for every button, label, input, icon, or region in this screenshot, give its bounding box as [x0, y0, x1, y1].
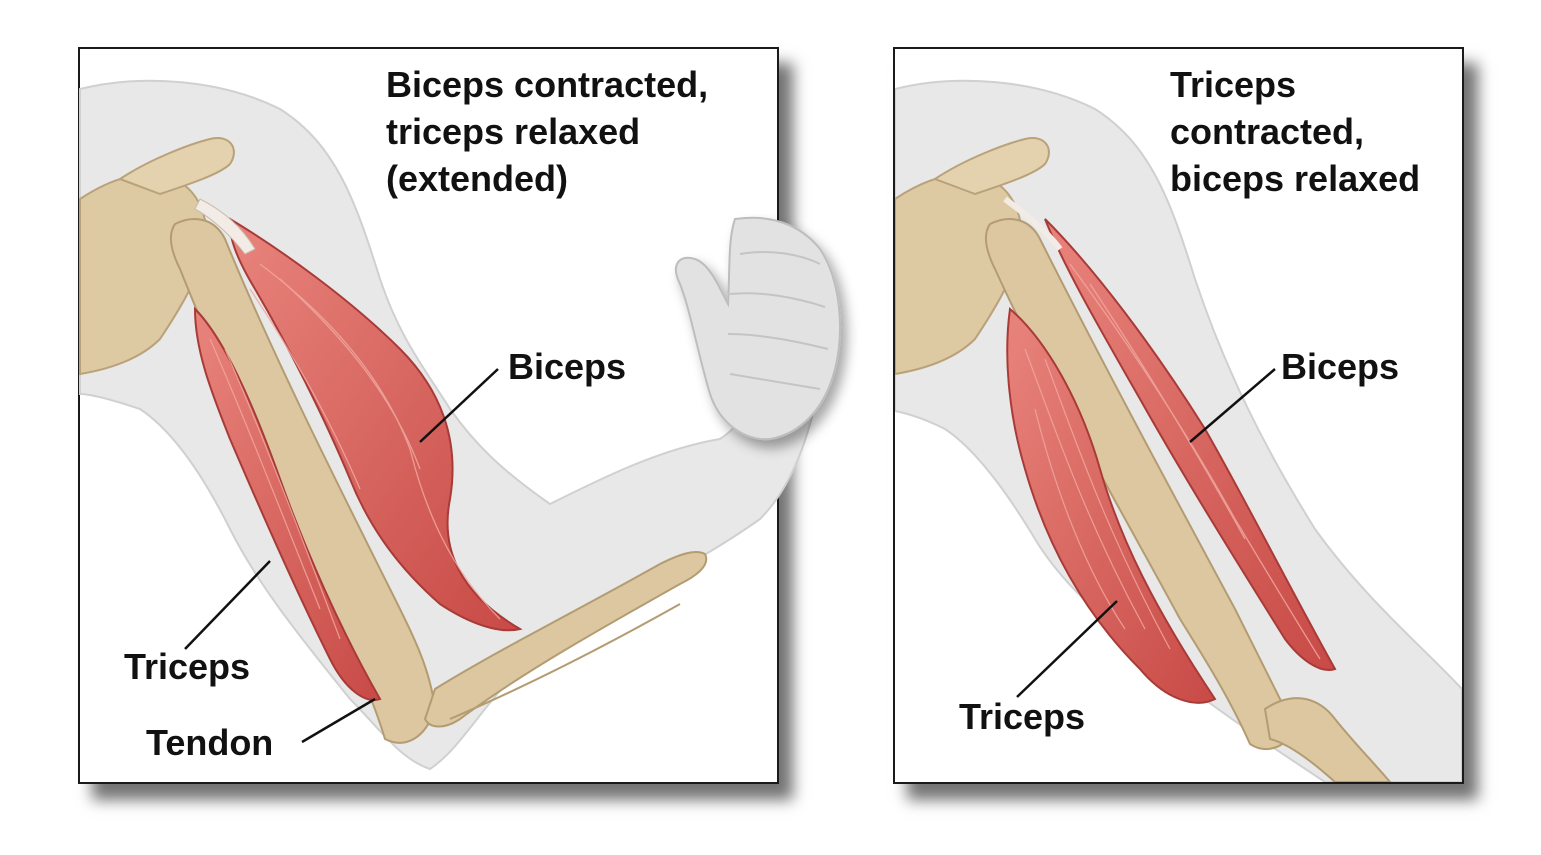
panel-left-title: Biceps contracted, triceps relaxed (exte… — [386, 61, 708, 202]
triceps-leader-line-right — [1016, 600, 1118, 698]
biceps-leader-line — [419, 368, 499, 443]
tendon-label: Tendon — [146, 722, 274, 763]
panel-left-title-line-1: Biceps contracted, — [386, 64, 709, 105]
panel-right-title-line-1: Triceps — [1170, 64, 1297, 105]
triceps-leader-line — [184, 560, 271, 650]
panel-triceps-contracted: Triceps contracted, biceps relaxed Bicep… — [893, 47, 1464, 784]
biceps-label-right: Biceps — [1281, 346, 1400, 387]
clavicle-bone — [117, 137, 235, 196]
triceps-label-left: Triceps — [124, 646, 251, 687]
clavicle-bone-right — [932, 137, 1050, 196]
fist-icon — [675, 216, 841, 441]
biceps-label-left: Biceps — [508, 346, 627, 387]
triceps-label-right: Triceps — [959, 696, 1086, 737]
panel-right-title: Triceps contracted, biceps relaxed — [1170, 61, 1420, 202]
biceps-tendon — [194, 198, 256, 255]
forearm-bones — [423, 551, 708, 728]
flexed-arm-illustration — [79, 79, 841, 771]
panel-right-title-line-2: contracted, — [1170, 111, 1365, 152]
panel-right-title-line-3: biceps relaxed — [1170, 158, 1421, 199]
triceps-muscle — [193, 306, 382, 701]
biceps-leader-line-right — [1189, 368, 1276, 443]
triceps-muscle-right — [1006, 307, 1217, 704]
extended-arm-illustration — [895, 79, 1462, 782]
panel-left-title-line-3: (extended) — [386, 158, 569, 199]
panel-biceps-contracted: Biceps contracted, triceps relaxed (exte… — [78, 47, 841, 784]
forearm-bones-right — [1263, 697, 1392, 782]
panel-left-title-line-2: triceps relaxed — [386, 111, 641, 152]
tendon-leader-line — [301, 697, 376, 744]
